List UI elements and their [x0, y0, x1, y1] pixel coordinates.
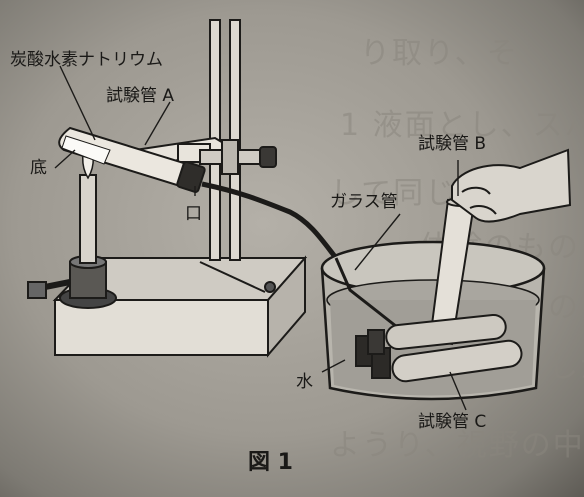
label-bottom: 底	[30, 158, 47, 178]
leader-lines	[54, 65, 467, 411]
rubber-tube	[201, 181, 338, 260]
label-sodium-bicarbonate: 炭酸水素ナトリウム	[10, 50, 163, 70]
label-glass-tube: ガラス管	[330, 192, 398, 212]
test-tubes-c-shapes	[355, 313, 523, 383]
background-text-line: 1 液面とし、スパークス	[340, 108, 584, 143]
figure-caption: 図 1	[248, 450, 293, 475]
background-text-line: ようり、視野の中にある	[330, 428, 584, 463]
test-tube-a-shape	[58, 126, 206, 193]
label-water: 水	[296, 372, 313, 392]
background-text-line: り取り、そ	[360, 36, 519, 71]
label-test-tube-c: 試験管 C	[418, 412, 487, 432]
label-test-tube-a: 試験管 A	[106, 86, 175, 106]
hand-illustration	[451, 148, 572, 223]
gas-burner	[27, 174, 117, 309]
label-test-tube-b: 試験管 B	[418, 134, 487, 154]
label-mouth: 口	[185, 204, 202, 224]
